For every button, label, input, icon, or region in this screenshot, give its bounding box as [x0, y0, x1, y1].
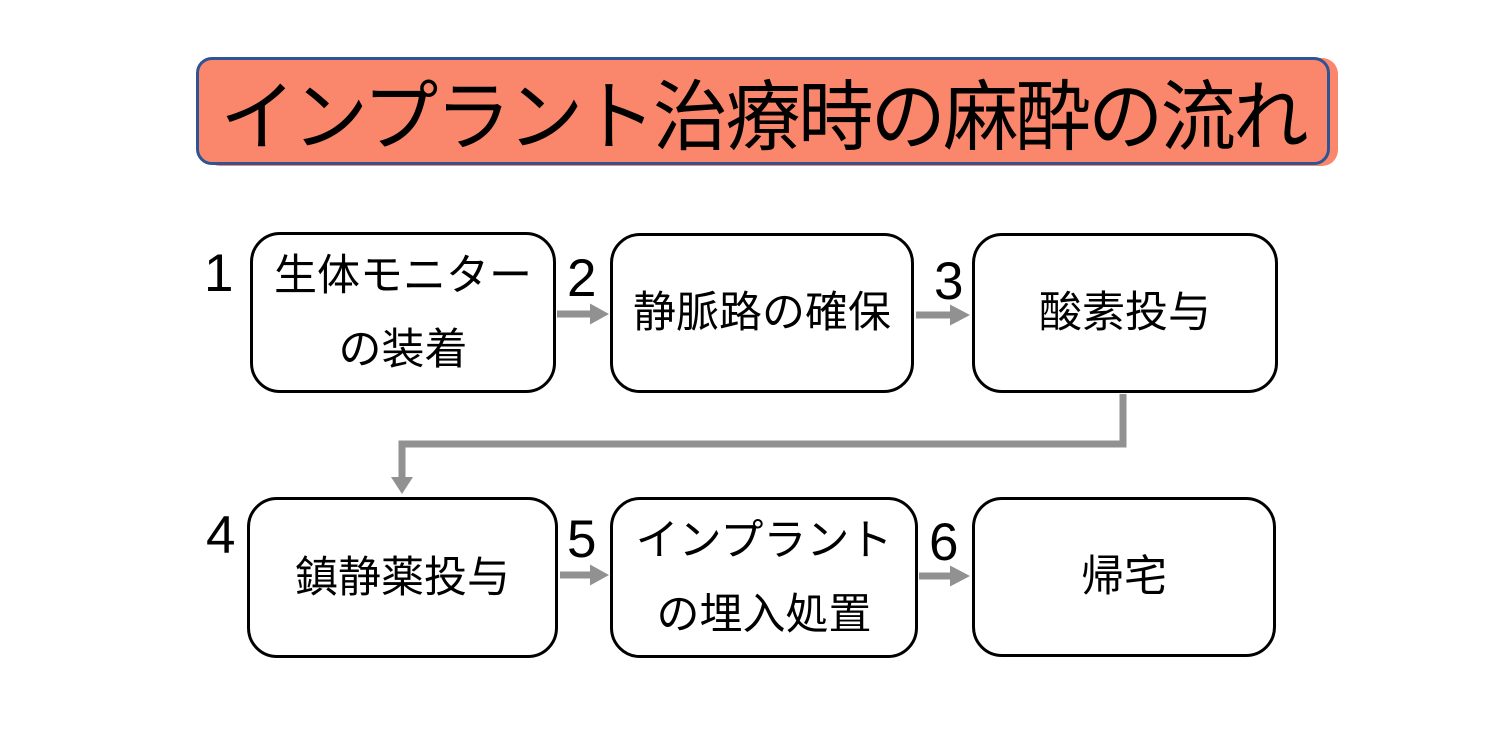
step-label-line: 生体モニター [274, 251, 532, 300]
step-box-implant-placement: インプラント の埋入処置 [610, 497, 918, 658]
step-label-line: 帰宅 [1081, 553, 1167, 601]
step-label-line: 静脈路の確保 [633, 289, 891, 337]
step-number-1: 1 [204, 244, 234, 303]
step-label-line: の埋入処置 [656, 590, 872, 639]
step-box-oxygen-administration: 酸素投与 [972, 233, 1278, 393]
step-label-line: の装着 [338, 325, 468, 374]
step-box-return-home: 帰宅 [972, 497, 1276, 657]
step-box-sedative-administration: 鎮静薬投与 [247, 497, 558, 658]
title-banner: インプラント治療時の麻酔の流れ [196, 57, 1330, 165]
page-title: インプラント治療時の麻酔の流れ [220, 74, 1308, 161]
step-number-2: 2 [567, 249, 597, 308]
step-number-4: 4 [206, 506, 236, 565]
step-label-line: 酸素投与 [1039, 289, 1211, 337]
step-number-5: 5 [567, 510, 597, 569]
step-box-monitor-attachment: 生体モニター の装着 [250, 232, 556, 393]
step-number-3: 3 [934, 252, 964, 311]
step-label-line: 鎮静薬投与 [295, 553, 510, 602]
arrowhead-down-icon [391, 477, 413, 494]
step-box-venous-access: 静脈路の確保 [610, 233, 914, 393]
step-number-6: 6 [929, 513, 959, 572]
arrow-step3-to-step4 [391, 394, 1127, 494]
step-label-line: インプラント [635, 516, 893, 565]
